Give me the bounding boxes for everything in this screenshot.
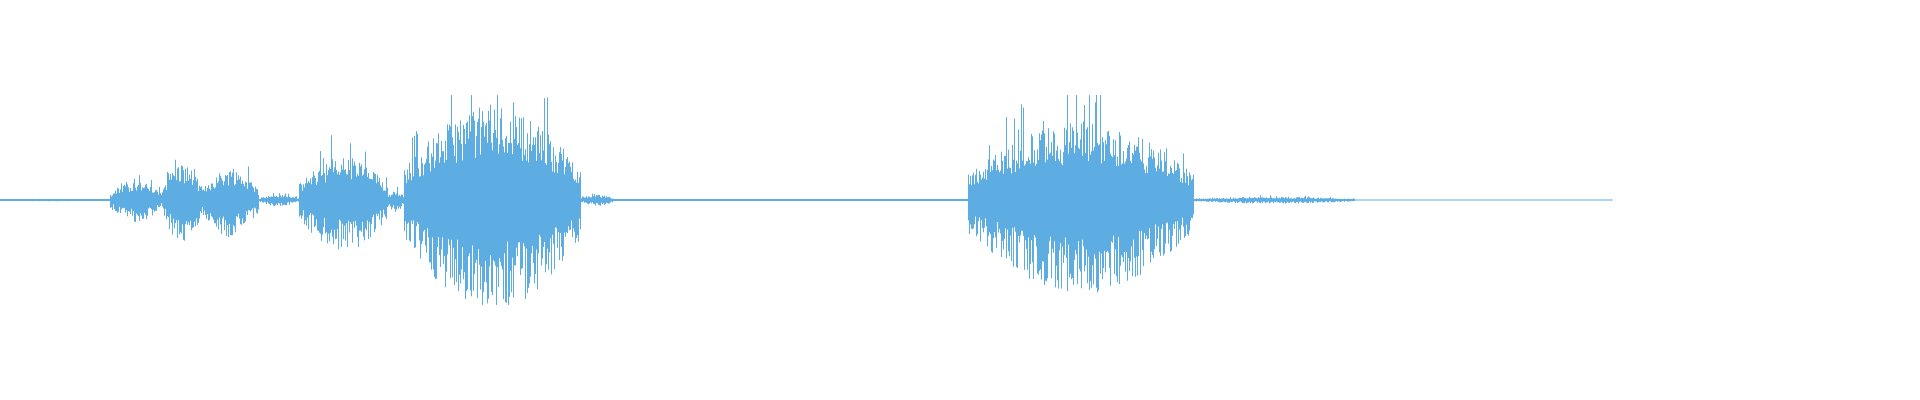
waveform-amplitude	[0, 95, 1355, 305]
